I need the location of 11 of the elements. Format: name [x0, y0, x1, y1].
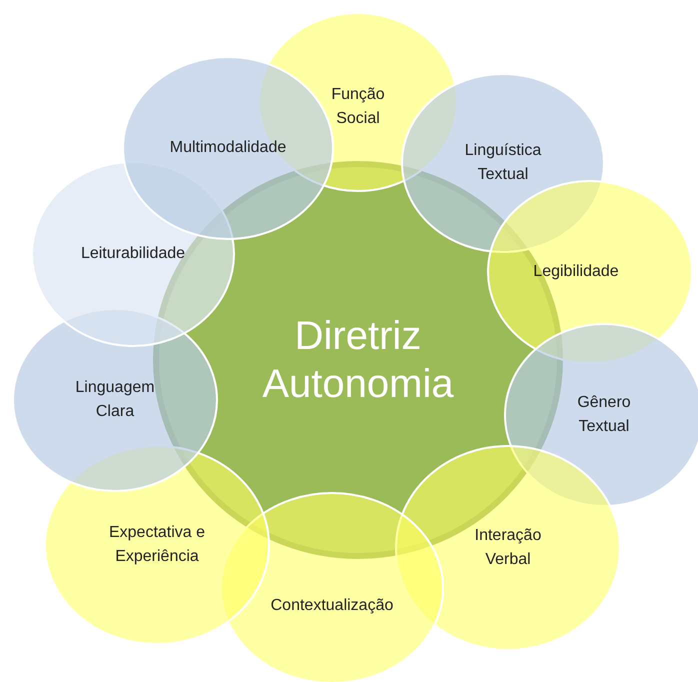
topic-label: Legibilidade [532, 262, 620, 282]
topic-label: Função Social [330, 85, 386, 129]
topic-label: Linguagem Clara [74, 378, 156, 422]
topic-label: Interação Verbal [474, 526, 542, 570]
central-title: Diretriz Autonomia [261, 313, 455, 408]
topic-label: Expectativa e Experiência [108, 523, 206, 567]
topic-label: Gênero Textual [576, 393, 632, 437]
topic-label: Linguística Textual [464, 141, 542, 185]
topic-label: Contextualização [270, 596, 394, 616]
topic-label: Multimodalidade [168, 138, 288, 158]
topic-label: Leiturabilidade [80, 244, 186, 264]
